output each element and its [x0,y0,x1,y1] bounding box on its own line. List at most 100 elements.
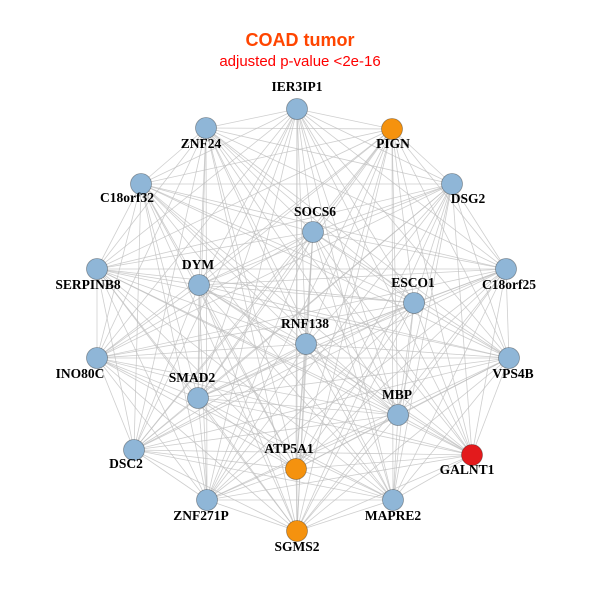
graph-node-GALNT1 [461,444,483,466]
graph-edge [296,499,394,532]
graph-node-SERPINB8 [86,258,108,280]
node-label-DSG2: DSG2 [451,191,486,206]
graph-edge [96,128,393,270]
graph-node-DSC2 [123,439,145,461]
graph-edge [197,397,297,470]
graph-node-MBP [387,404,409,426]
labels-layer: IER3IP1PIGNDSG2C18orf25VPS4BGALNT1MAPRE2… [55,79,536,554]
graph-edge [96,357,199,399]
graph-edge [133,108,298,451]
graph-node-VPS4B [498,347,520,369]
graph-edge [451,183,473,456]
node-label-DSC2: DSC2 [109,456,143,471]
graph-edge [205,127,297,470]
graph-node-ATP5A1 [285,458,307,480]
graph-edge [295,268,507,470]
graph-edge [295,454,473,470]
node-label-INO80C: INO80C [56,366,105,381]
graph-edge [197,268,507,399]
graph-edge [96,268,135,451]
graph-edge [206,357,510,501]
graph-edge [96,127,207,270]
graph-edge [205,127,510,359]
graph-edge [206,302,415,501]
edges-layer [96,108,510,532]
graph-edge [295,468,394,501]
graph-node-MAPRE2 [382,489,404,511]
graph-edge [140,183,200,286]
graph-node-INO80C [86,347,108,369]
graph-node-SMAD2 [187,387,209,409]
graph-node-ESCO1 [403,292,425,314]
graph-edge [205,127,473,456]
graph-edge [397,302,415,416]
graph-edge [198,284,297,470]
graph-edge [312,231,394,501]
node-label-RNF138: RNF138 [281,316,329,331]
node-label-SERPINB8: SERPINB8 [55,277,121,292]
graph-edge [305,343,473,456]
graph-edge [206,231,314,501]
graph-edge [205,127,507,270]
graph-edge [392,414,399,501]
graph-edge [140,183,307,345]
graph-edge [96,357,208,501]
graph-edge [296,414,399,532]
graph-edge [296,302,415,532]
graph-edge [205,127,298,532]
graph-edge [397,268,507,416]
graph-edge [140,183,415,304]
graph-edge [205,127,208,501]
graph-edge [312,231,507,270]
graph-edge [295,414,399,470]
graph-edge [197,397,394,501]
node-label-SGMS2: SGMS2 [274,539,319,554]
graph-node-ZNF271P [196,489,218,511]
graph-edge [96,268,208,501]
graph-edge [471,357,510,456]
graph-edge [140,108,298,185]
graph-edge [133,343,307,451]
node-label-PIGN: PIGN [376,136,410,151]
graph-edge [133,183,142,451]
graph-edge [205,108,298,129]
graph-edge [133,449,298,532]
graph-edge [505,268,510,359]
graph-edge [312,231,399,416]
graph-edge [96,231,314,270]
graph-edge [140,183,208,501]
graph-edge [206,468,297,501]
graph-edge [305,343,399,416]
graph-edge [305,343,394,501]
graph-edge [392,302,415,501]
graph-node-C18orf32 [130,173,152,195]
graph-edge [296,183,453,532]
graph-edge [296,128,393,532]
graph-edge [205,127,453,185]
graph-edge [391,128,399,416]
graph-edge [451,183,507,270]
node-label-C18orf32: C18orf32 [100,190,154,205]
graph-edge [397,414,473,456]
graph-edge [96,231,314,359]
graph-edge [296,343,307,532]
graph-edge [206,414,399,501]
graph-edge [133,414,399,451]
graph-edge [197,284,200,399]
graph-edge [296,108,510,359]
node-label-MAPRE2: MAPRE2 [365,508,421,523]
graph-edge [96,284,200,359]
graph-edge [391,128,510,359]
graph-edge [198,284,415,304]
graph-edge [133,284,200,451]
node-label-VPS4B: VPS4B [492,366,533,381]
graph-edge [140,183,399,416]
graph-edge [96,268,415,304]
graph-edge [197,397,399,416]
graph-edge [133,231,314,451]
node-label-SMAD2: SMAD2 [169,370,216,385]
graph-edge [391,128,453,185]
graph-edge [206,108,298,501]
node-label-GALNT1: GALNT1 [440,462,495,477]
